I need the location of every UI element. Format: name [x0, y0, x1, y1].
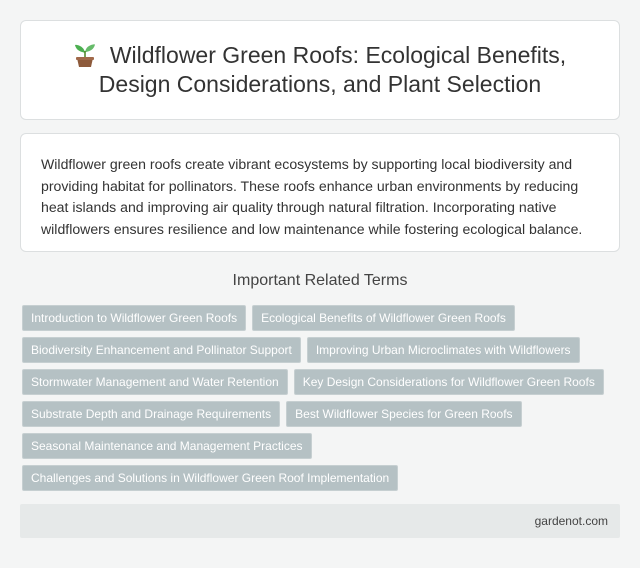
related-term-tag[interactable]: Challenges and Solutions in Wildflower G…: [22, 465, 399, 491]
page-title: Wildflower Green Roofs: Ecological Benef…: [45, 41, 595, 99]
related-term-tag[interactable]: Ecological Benefits of Wildflower Green …: [252, 305, 515, 331]
title-card: Wildflower Green Roofs: Ecological Benef…: [20, 20, 620, 120]
related-terms-list: Introduction to Wildflower Green Roofs E…: [22, 305, 622, 491]
page-title-text: Wildflower Green Roofs: Ecological Benef…: [98, 42, 567, 97]
related-term-tag[interactable]: Introduction to Wildflower Green Roofs: [22, 305, 247, 331]
related-term-tag[interactable]: Seasonal Maintenance and Management Prac…: [22, 433, 312, 459]
related-term-tag[interactable]: Biodiversity Enhancement and Pollinator …: [22, 337, 301, 363]
related-terms-heading: Important Related Terms: [232, 272, 408, 289]
related-term-tag[interactable]: Improving Urban Microclimates with Wildf…: [306, 337, 580, 363]
footer: gardenot.com: [20, 504, 620, 538]
related-term-tag[interactable]: Stormwater Management and Water Retentio…: [22, 369, 288, 395]
related-term-tag[interactable]: Best Wildflower Species for Green Roofs: [286, 401, 522, 427]
summary-text: Wildflower green roofs create vibrant ec…: [41, 156, 583, 237]
related-term-tag[interactable]: Key Design Considerations for Wildflower…: [293, 369, 604, 395]
sprout-icon: [74, 44, 95, 67]
related-term-tag[interactable]: Substrate Depth and Drainage Requirement…: [22, 401, 281, 427]
summary-card: Wildflower green roofs create vibrant ec…: [20, 133, 620, 252]
footer-site-link[interactable]: gardenot.com: [534, 514, 608, 528]
